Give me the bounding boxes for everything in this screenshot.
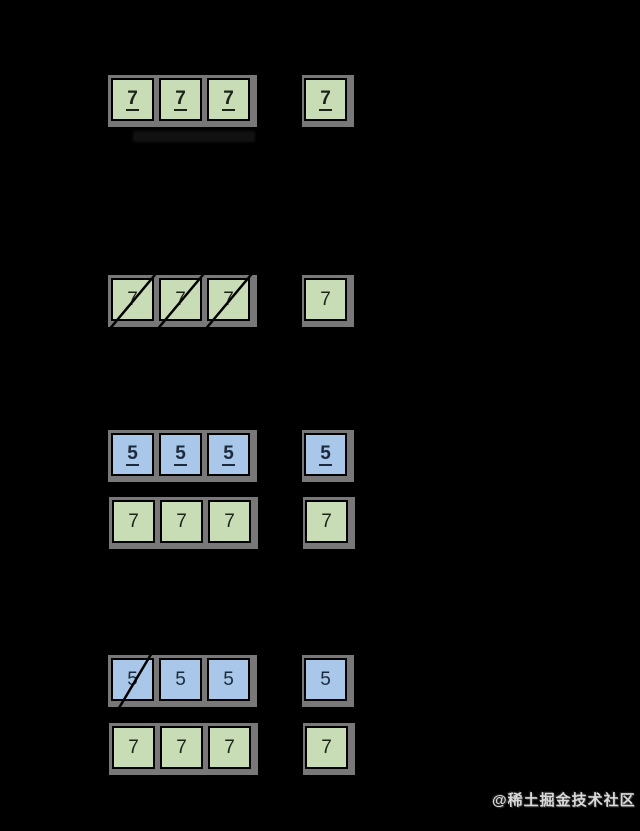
box-value: 7 (176, 737, 187, 758)
value-box: 5 (111, 433, 154, 476)
value-box: 7 (304, 78, 347, 121)
box-value: 5 (174, 442, 187, 466)
box-value: 7 (321, 737, 332, 758)
section4-blue-row: 5 5 5 (108, 650, 257, 714)
value-box: 7 (111, 78, 154, 121)
value-box: 5 (304, 433, 347, 476)
box-value: 7 (224, 511, 235, 532)
value-box: 7 (112, 726, 155, 769)
value-box-slashed: 7 (203, 269, 256, 332)
value-box-slashed: 5 (111, 650, 155, 714)
box-value: 5 (223, 669, 234, 690)
value-box-slashed: 7 (155, 269, 208, 332)
value-box: 5 (207, 433, 250, 476)
section3-green-single: 7 (303, 497, 355, 549)
faint-label-artifact (133, 131, 255, 142)
box-value: 5 (175, 669, 186, 690)
box-value: 7 (128, 511, 139, 532)
box-value: 7 (321, 511, 332, 532)
section2-row: 7 7 7 (107, 269, 257, 332)
value-box: 7 (208, 726, 251, 769)
value-box: 7 (304, 278, 347, 321)
box-value: 5 (127, 669, 138, 690)
section1-single: 7 (302, 75, 354, 127)
value-box: 7 (160, 500, 203, 543)
section4-green-single: 7 (303, 723, 355, 775)
value-box: 7 (160, 726, 203, 769)
value-box: 7 (207, 78, 250, 121)
box-value: 7 (126, 87, 139, 111)
box-value: 7 (127, 289, 138, 310)
box-value: 5 (222, 442, 235, 466)
box-value: 7 (320, 289, 331, 310)
box-value: 7 (128, 737, 139, 758)
box-value: 7 (175, 289, 186, 310)
value-box: 7 (208, 500, 251, 543)
box-value: 5 (320, 669, 331, 690)
value-box: 5 (207, 658, 250, 701)
box-value: 7 (174, 87, 187, 111)
value-box: 5 (159, 658, 202, 701)
box-value: 7 (319, 87, 332, 111)
value-box: 5 (159, 433, 202, 476)
section2-single: 7 (302, 275, 354, 327)
section4-blue-single: 5 (302, 655, 354, 707)
box-value: 7 (176, 511, 187, 532)
value-box: 7 (305, 726, 348, 769)
section3-green-row: 7 7 7 (109, 497, 258, 549)
box-value: 5 (126, 442, 139, 466)
section3-blue-single: 5 (302, 430, 354, 482)
watermark: @稀土掘金技术社区 (492, 792, 636, 809)
box-value: 7 (222, 87, 235, 111)
value-box: 5 (304, 658, 347, 701)
value-box: 7 (159, 78, 202, 121)
value-box: 7 (305, 500, 348, 543)
value-box: 7 (112, 500, 155, 543)
section4-green-row: 7 7 7 (109, 723, 258, 775)
box-value: 7 (223, 289, 234, 310)
box-value: 7 (224, 737, 235, 758)
box-value: 5 (319, 442, 332, 466)
section1-row: 7 7 7 (108, 75, 257, 127)
value-box-slashed: 7 (107, 269, 160, 332)
section3-blue-row: 5 5 5 (108, 430, 257, 482)
